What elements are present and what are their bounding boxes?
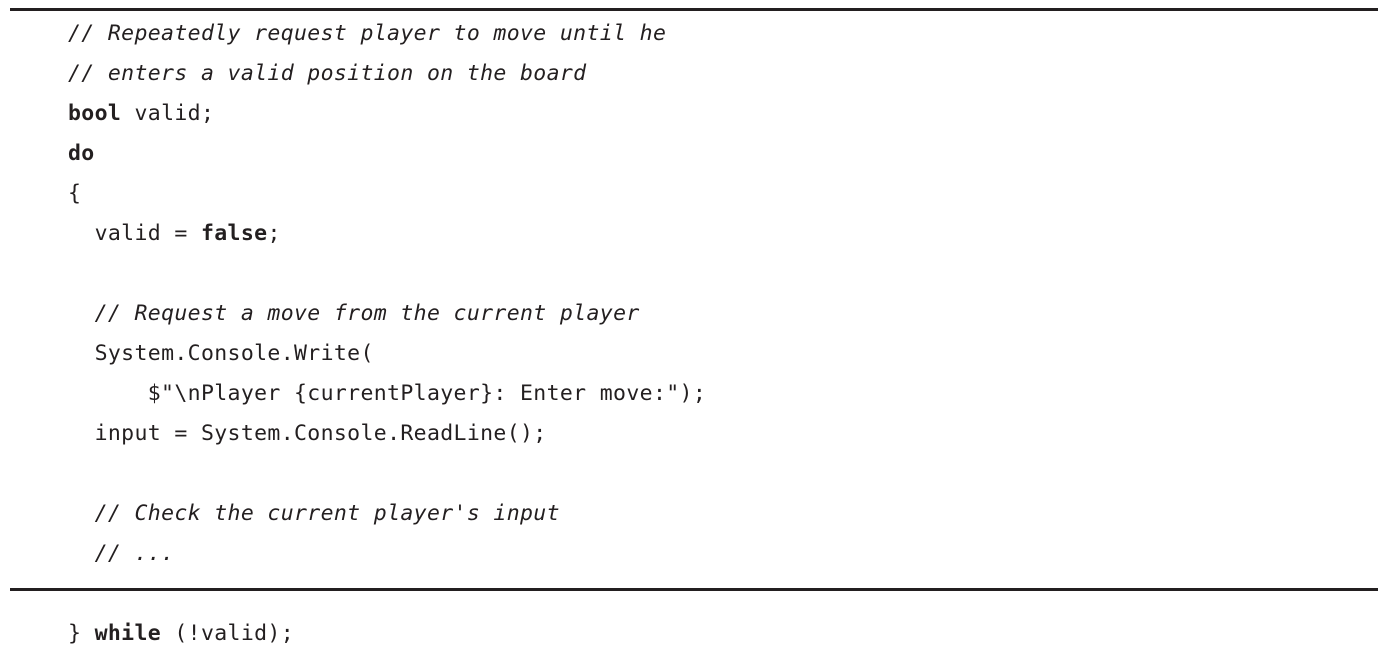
bottom-rule bbox=[10, 588, 1378, 591]
code-block: // Repeatedly request player to move unt… bbox=[68, 14, 1358, 654]
code-token-plain: valid; bbox=[121, 101, 215, 126]
code-indent bbox=[68, 381, 148, 406]
code-token-plain: ; bbox=[267, 221, 281, 246]
code-line: input = System.Console.ReadLine(); bbox=[68, 414, 1358, 454]
code-token-keyword: do bbox=[68, 141, 95, 166]
code-line: $"\nPlayer {currentPlayer}: Enter move:"… bbox=[68, 374, 1358, 414]
code-line: // Repeatedly request player to move unt… bbox=[68, 14, 1358, 54]
code-token-plain: { bbox=[68, 181, 82, 206]
code-line: // Check the current player's input bbox=[68, 494, 1358, 534]
code-token-keyword: false bbox=[200, 221, 268, 246]
code-token-keyword: bool bbox=[68, 101, 122, 126]
code-token-comment: // enters a valid position on the board bbox=[68, 61, 587, 86]
code-line: valid = false; bbox=[68, 214, 1358, 254]
code-token-comment: // Request a move from the current playe… bbox=[94, 301, 640, 326]
code-indent bbox=[68, 301, 95, 326]
code-line: // Request a move from the current playe… bbox=[68, 294, 1358, 334]
code-line: bool valid; bbox=[68, 94, 1358, 134]
code-token-comment: // Check the current player's input bbox=[94, 501, 560, 526]
code-token-plain: input = System.Console.ReadLine(); bbox=[94, 421, 547, 446]
code-token-plain: } bbox=[68, 621, 95, 646]
code-line: { bbox=[68, 174, 1358, 214]
code-indent bbox=[68, 501, 95, 526]
code-token-plain: valid = bbox=[94, 221, 201, 246]
code-indent bbox=[68, 541, 95, 566]
code-token-plain: $"\nPlayer {currentPlayer}: Enter move:"… bbox=[147, 381, 707, 406]
code-token-comment: // ... bbox=[94, 541, 175, 566]
code-line: // ... bbox=[68, 534, 1358, 574]
code-indent bbox=[68, 421, 95, 446]
code-indent bbox=[68, 341, 95, 366]
code-token-keyword: while bbox=[94, 621, 162, 646]
code-line: System.Console.Write( bbox=[68, 334, 1358, 374]
code-token-plain: (!valid); bbox=[161, 621, 295, 646]
code-listing-figure: // Repeatedly request player to move unt… bbox=[10, 8, 1378, 646]
code-token-plain: System.Console.Write( bbox=[94, 341, 374, 366]
top-rule bbox=[10, 8, 1378, 11]
code-token-comment: // Repeatedly request player to move unt… bbox=[68, 21, 667, 46]
code-line: do bbox=[68, 134, 1358, 174]
code-line: // enters a valid position on the board bbox=[68, 54, 1358, 94]
code-line: } while (!valid); bbox=[68, 614, 1358, 654]
code-line-blank bbox=[68, 254, 1358, 294]
code-line-blank bbox=[68, 454, 1358, 494]
code-indent bbox=[68, 221, 95, 246]
code-line-blank bbox=[68, 574, 1358, 614]
